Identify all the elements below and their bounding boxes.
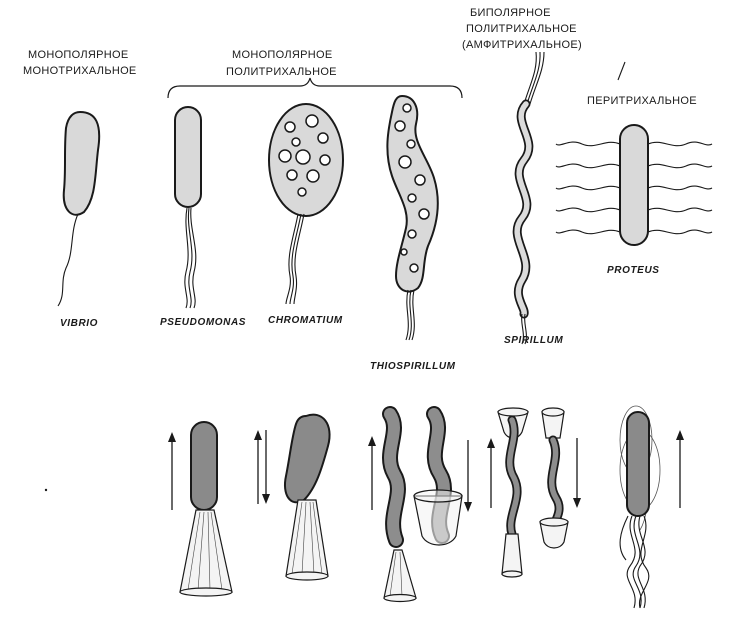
arrow-up-icon [676,430,684,440]
thiospirillum-cell [386,94,439,341]
flagella-tuft [184,207,197,309]
flagella-tuft-bottom [521,313,527,345]
label-thiospirillum: THIOSPIRILLUM [370,361,456,372]
chromatium-cell [268,103,344,305]
flagella-tuft-top [523,51,545,105]
motion-spirillum-pushing [368,406,417,603]
motion-bipolar-up [487,407,529,578]
pseudomonas-cell [174,106,202,309]
heading-line: МОНОТРИХАЛЬНОЕ [23,65,137,77]
heading-line: (АМФИТРИХАЛЬНОЕ) [462,39,582,51]
motion-spirillum-pulling [413,406,472,546]
peritrichous-flagella-right [647,141,713,235]
heading-line: БИПОЛЯРНОЕ [470,7,551,19]
stray-dot [44,488,48,492]
heading-peritrichous: ПЕРИТРИХАЛЬНОЕ [587,95,697,107]
label-pseudomonas: PSEUDOMONAS [160,317,246,328]
spirillum-cell [512,51,545,345]
arrow-up-icon [254,430,262,440]
label-vibrio: VIBRIO [60,318,98,329]
heading-line: ПОЛИТРИХАЛЬНОЕ [466,23,577,35]
arrow-down-icon [464,502,472,512]
arrow-up-icon [487,438,495,448]
label-spirillum: SPIRILLUM [504,335,563,346]
heading-line: ПОЛИТРИХАЛЬНОЕ [226,66,337,78]
arrow-up-icon [368,436,376,446]
motion-rod-pushing [168,421,233,597]
motion-peritrichous [619,405,684,609]
arrow-down-icon [262,494,270,504]
label-chromatium: CHROMATIUM [268,315,343,326]
arrow-up-icon [168,432,176,442]
motion-bipolar-down [539,407,581,549]
label-proteus: PROTEUS [607,265,660,276]
heading-monopolar-monotrichous: МОНОПОЛЯРНОЕ МОНОТРИХАЛЬНОЕ [23,49,137,77]
flagella-bundle [619,515,650,609]
heading-line: МОНОПОЛЯРНОЕ [28,49,129,61]
peritrichous-flagella-left [555,141,621,235]
leader-line [617,61,626,81]
heading-bipolar-polytrichous: БИПОЛЯРНОЕ ПОЛИТРИХАЛЬНОЕ (АМФИТРИХАЛЬНО… [462,7,582,51]
vibrio-cell [57,110,101,307]
heading-monopolar-polytrichous: МОНОПОЛЯРНОЕ ПОЛИТРИХАЛЬНОЕ [226,49,337,78]
proteus-cell [555,124,713,246]
flagella-tuft [405,289,415,341]
heading-line: МОНОПОЛЯРНОЕ [232,49,333,61]
arrow-down-icon [573,498,581,508]
flagella-tuft [285,213,305,305]
polytrichous-brace [167,77,463,99]
flagellum [57,213,79,307]
motion-vibrio-reversing [254,413,331,581]
